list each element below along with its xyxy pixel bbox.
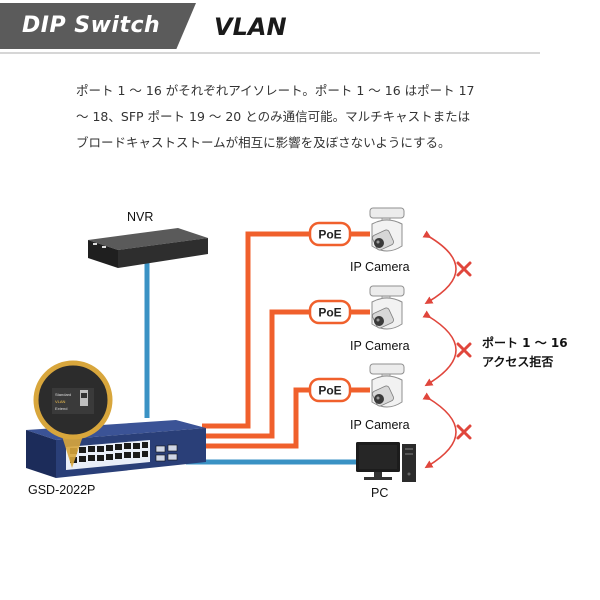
nvr-label: NVR	[127, 210, 154, 224]
dip-label-vlan: VLAN	[55, 399, 66, 404]
nvr-device	[88, 228, 208, 268]
camera-label-1: IP Camera	[350, 260, 410, 274]
description-line-1: ポート 1 ～ 16 がそれぞれアイソレート。ポート 1 ～ 16 はポート 1…	[76, 83, 475, 98]
poe-label: PoE	[318, 228, 341, 242]
poe-link-camera-2	[202, 309, 370, 439]
blocked-arrow	[422, 230, 457, 305]
dip-switch-callout: Standard VLAN Extend	[33, 360, 113, 468]
note-line-2: アクセス拒否	[482, 355, 554, 369]
access-denied-note: ポート 1 ～ 16 アクセス拒否	[482, 334, 568, 372]
camera-label-3: IP Camera	[350, 418, 410, 432]
ip-camera-icon	[369, 207, 405, 252]
page-title: VLAN	[214, 13, 287, 41]
blocked-x-icon	[456, 261, 472, 277]
poe-badge: PoE	[308, 221, 352, 247]
poe-badge: PoE	[308, 299, 352, 325]
switch-label: GSD-2022P	[28, 483, 96, 497]
ip-camera-icon	[369, 363, 405, 408]
header-tab-label: DIP Switch	[22, 13, 161, 38]
blocked-x-icon	[456, 424, 472, 440]
camera-label-2: IP Camera	[350, 339, 410, 353]
blocked-x-icon	[456, 342, 472, 358]
description-line-2: ～ 18、SFP ポート 19 ～ 20 とのみ通信可能。マルチキャストまたは	[76, 109, 471, 124]
blocked-arrow	[422, 310, 457, 387]
description-block: ポート 1 ～ 16 がそれぞれアイソレート。ポート 1 ～ 16 はポート 1…	[76, 78, 546, 156]
pc-label: PC	[371, 486, 389, 500]
dip-label-extend: Extend	[55, 406, 67, 411]
poe-label: PoE	[318, 384, 341, 398]
switch-ports	[70, 442, 178, 463]
poe-badge: PoE	[308, 377, 352, 403]
note-line-1: ポート 1 ～ 16	[482, 336, 568, 350]
header-tab	[0, 3, 196, 49]
dip-label-standard: Standard	[55, 392, 71, 397]
header-divider	[0, 52, 540, 54]
pc-icon	[356, 442, 416, 482]
description-line-3: ブロードキャストストームが相互に影響を及ぼさないようにする。	[76, 135, 451, 150]
ip-camera-icon	[369, 285, 405, 330]
poe-label: PoE	[318, 306, 341, 320]
blocked-arrow	[422, 392, 457, 469]
